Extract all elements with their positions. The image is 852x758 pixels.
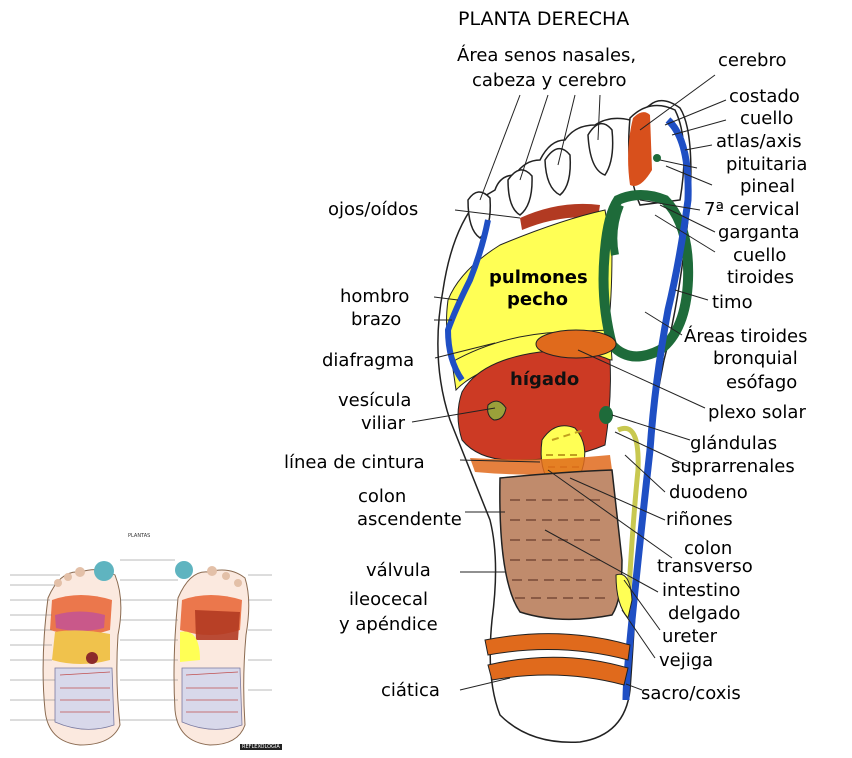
label-vejiga: vejiga: [659, 650, 713, 672]
label-colon-asc-1: colon: [358, 486, 406, 508]
label-costado: costado: [729, 86, 800, 108]
thumbnail-both-soles: [3, 530, 275, 755]
label-timo: timo: [712, 292, 753, 314]
label-colon-tr-2: transverso: [657, 556, 753, 578]
organ-label-pecho: pecho: [507, 290, 568, 310]
label-plexo: plexo solar: [708, 402, 806, 424]
label-areas-tiroides: Áreas tiroides: [684, 326, 807, 348]
label-hombro: hombro: [340, 286, 409, 308]
label-glandulas: glándulas: [690, 433, 777, 455]
thumbnail-title: PLANTAS: [128, 533, 150, 539]
label-intestino: intestino: [662, 580, 740, 602]
right-sole: [438, 101, 691, 743]
label-valvula-2: ileocecal: [349, 589, 428, 611]
organ-label-higado: hígado: [510, 370, 579, 390]
diagram-title: PLANTA DERECHA: [458, 8, 629, 30]
label-senos-line2: cabeza y cerebro: [472, 70, 627, 92]
label-senos-line1: Área senos nasales,: [457, 45, 636, 67]
label-bronquial: bronquial: [713, 348, 798, 370]
label-cervical: 7ª cervical: [704, 199, 800, 221]
label-suprarrenales: suprarrenales: [671, 456, 795, 478]
label-delgado: delgado: [668, 603, 740, 625]
label-rinones: riñones: [666, 509, 733, 531]
label-duodeno: duodeno: [669, 482, 748, 504]
label-atlas: atlas/axis: [716, 131, 802, 153]
label-valvula-3: y apéndice: [339, 614, 438, 636]
label-vesicula: vesícula: [338, 390, 411, 412]
label-sacro: sacro/coxis: [641, 683, 741, 705]
label-colon-asc-2: ascendente: [357, 509, 462, 531]
thumbnail-caption: REFLEXOLOGÍA: [240, 744, 282, 750]
label-cerebro: cerebro: [718, 50, 787, 72]
label-cintura: línea de cintura: [284, 452, 425, 474]
organ-label-pulmones: pulmones: [489, 268, 588, 288]
label-cuello: cuello: [733, 245, 786, 267]
label-viliar: viliar: [361, 413, 405, 435]
label-pineal: pineal: [740, 176, 795, 198]
label-ojos: ojos/oídos: [328, 199, 418, 221]
label-esofago: esófago: [726, 372, 797, 394]
label-tiroides: tiroides: [727, 267, 794, 289]
label-valvula-1: válvula: [366, 560, 431, 582]
label-diafragma: diafragma: [322, 350, 414, 372]
label-garganta: garganta: [718, 222, 800, 244]
label-ciatica: ciática: [381, 680, 440, 702]
label-ureter: ureter: [662, 626, 717, 648]
label-pituitaria: pituitaria: [726, 154, 807, 176]
label-brazo: brazo: [351, 309, 401, 331]
label-cuello-top: cuello: [740, 108, 793, 130]
